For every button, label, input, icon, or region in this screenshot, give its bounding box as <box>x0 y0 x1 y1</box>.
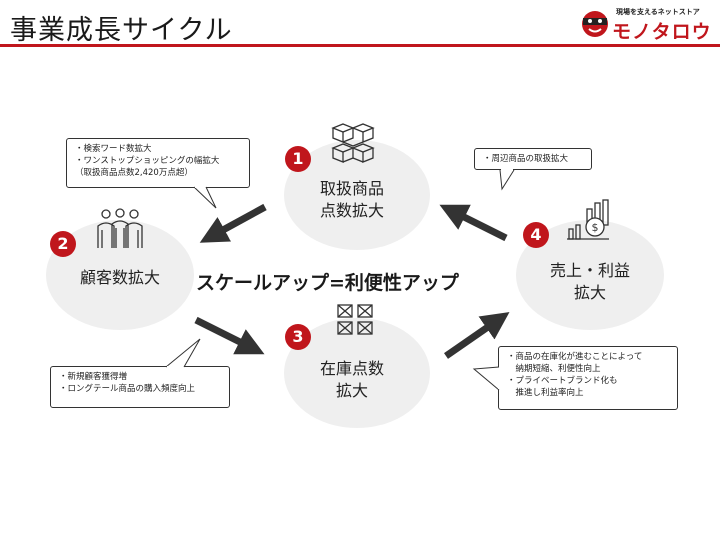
callout-bottom-left: ・新規顧客獲得増 ・ロングテール商品の購入頻度向上 <box>50 366 230 408</box>
arrow-4-to-1 <box>439 204 508 242</box>
svg-text:$: $ <box>592 221 599 234</box>
page-title: 事業成長サイクル <box>10 15 233 46</box>
center-slogan: スケールアップ=利便性アップ <box>196 272 459 294</box>
step-1-label: 取扱商品 点数拡大 <box>319 179 384 220</box>
step-2-label: 顧客数拡大 <box>79 268 160 287</box>
callout-line: （取扱商品点数2,420万点超） <box>75 168 193 178</box>
step-4-badge: 4 <box>523 222 549 248</box>
callout-tail-bottom-right <box>472 366 500 391</box>
step-2-badge: 2 <box>50 231 76 257</box>
logo-name: モノタロウ <box>612 21 712 43</box>
callout-top-right: ・周辺商品の取扱拡大 <box>474 148 592 170</box>
callout-line: ・商品の在庫化が進むことによって <box>507 352 643 362</box>
callout-line: ・検索ワード数拡大 <box>75 144 152 154</box>
callout-tail-top-left <box>193 186 217 209</box>
arrow-3-to-4 <box>444 312 510 359</box>
callout-tail-top-right <box>499 169 515 191</box>
callout-line: ・新規顧客獲得増 <box>59 372 128 382</box>
title-divider <box>0 44 720 47</box>
company-logo: 現場を支えるネットストア モノタロウ <box>580 6 714 43</box>
boxes-icon <box>331 123 375 163</box>
logo-tagline: 現場を支えるネットストア <box>616 8 700 16</box>
people-icon <box>97 208 143 248</box>
callout-line: ・ワンストップショッピングの幅拡大 <box>75 156 220 166</box>
sales-chart-icon: $ <box>567 199 609 240</box>
step-3-badge: 3 <box>285 324 311 350</box>
arrow-2-to-3 <box>194 316 265 355</box>
callout-line: ・プライベートブランド化も <box>507 376 618 386</box>
callout-line: 推進し利益率向上 <box>507 388 584 398</box>
callout-line: ・ロングテール商品の購入頻度向上 <box>59 384 196 394</box>
callout-bottom-right: ・商品の在庫化が進むことによって 納期短縮、利便性向上 ・プライベートブランド化… <box>498 346 678 410</box>
warehouse-shelf-icon <box>337 304 373 335</box>
callout-line: ・周辺商品の取扱拡大 <box>483 154 569 164</box>
callout-tail-bottom-left <box>165 338 201 368</box>
callout-line: 納期短縮、利便性向上 <box>507 364 601 374</box>
mascot-icon <box>582 11 608 37</box>
callout-top-left: ・検索ワード数拡大 ・ワンストップショッピングの幅拡大 （取扱商品点数2,420… <box>66 138 250 188</box>
step-4-label: 売上・利益 拡大 <box>549 261 630 302</box>
arrow-1-to-2 <box>199 203 267 243</box>
step-3-label: 在庫点数 拡大 <box>319 359 384 400</box>
step-1-badge: 1 <box>285 146 311 172</box>
